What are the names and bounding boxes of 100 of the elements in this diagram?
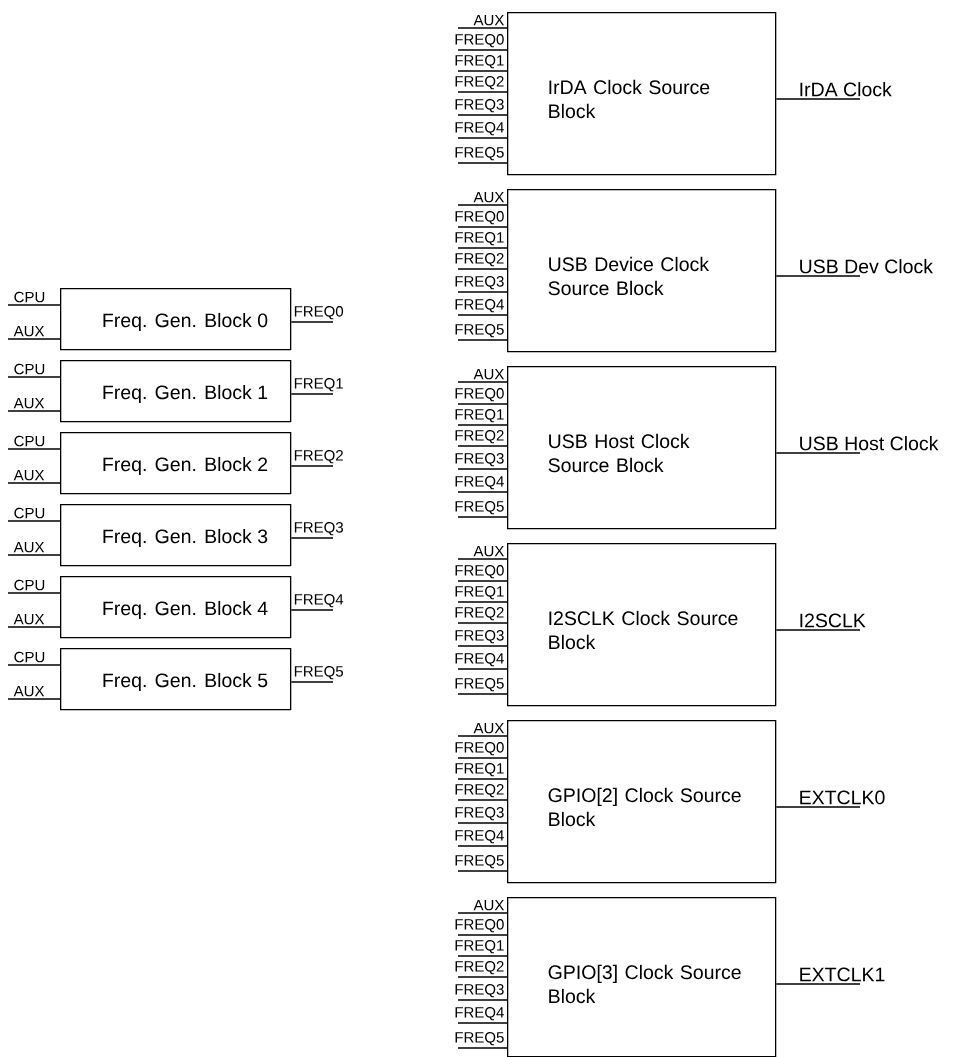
block-box [60, 504, 292, 567]
signal-line [457, 314, 508, 316]
signal-line [775, 806, 861, 808]
signal-line [457, 799, 508, 801]
block-box [507, 720, 777, 884]
pin-label: FREQ5 [455, 1032, 504, 1046]
signal-line [775, 452, 861, 454]
signal-label: FREQ2 [294, 450, 343, 464]
block-label: Freq. Gen. Block 3 [103, 528, 268, 548]
block-box [507, 12, 777, 176]
signal-label: FREQ4 [294, 594, 344, 608]
pin-label: CPU [14, 435, 45, 447]
signal-line [7, 304, 61, 306]
signal-line [7, 338, 61, 340]
signal-label: EXTCLK1 [800, 967, 885, 982]
signal-line [7, 520, 61, 522]
signal-label: FREQ3 [294, 522, 343, 536]
signal-line [457, 162, 508, 164]
signal-line [457, 491, 508, 493]
signal-line [457, 934, 508, 936]
block-label: Freq. Gen. Block 4 [103, 600, 268, 620]
signal-label: I2SCLK [800, 613, 866, 628]
signal-line [457, 91, 508, 93]
pin-label: FREQ3 [455, 99, 504, 113]
pin-label: CPU [14, 291, 45, 303]
signal-line [457, 247, 508, 249]
block-label: USB Device Clock Source Block [548, 256, 710, 296]
block-label: GPIO[2] Clock Source Block [548, 787, 741, 827]
signal-label: FREQ5 [294, 666, 344, 680]
pin-label: AUX [473, 191, 505, 203]
signal-label: USB Dev Clock [800, 259, 933, 274]
block-box [60, 576, 292, 639]
pin-label: FREQ1 [455, 55, 504, 69]
pin-label: FREQ1 [455, 940, 504, 954]
signal-line [457, 999, 508, 1001]
signal-line [457, 778, 508, 780]
pin-label: FREQ1 [455, 586, 504, 600]
pin-label: CPU [14, 579, 45, 591]
pin-label: FREQ3 [455, 630, 504, 644]
signal-line [457, 516, 508, 518]
block-box [507, 897, 777, 1057]
signal-line [7, 626, 61, 628]
signal-line [775, 98, 861, 100]
pin-label: AUX [13, 613, 45, 625]
pin-label: FREQ4 [455, 1007, 504, 1021]
block-box [507, 543, 777, 707]
pin-label: FREQ5 [455, 678, 504, 692]
pin-label: FREQ3 [455, 453, 504, 467]
signal-line [457, 49, 508, 51]
pin-label: AUX [13, 685, 45, 697]
pin-label: FREQ5 [455, 324, 504, 338]
block-label: USB Host Clock Source Block [548, 433, 690, 473]
pin-label: FREQ0 [455, 565, 504, 579]
block-label: I2SCLK Clock Source Block [549, 610, 738, 650]
signal-line [457, 381, 508, 383]
signal-line [457, 339, 508, 341]
signal-line [7, 698, 61, 700]
signal-line [457, 735, 508, 737]
signal-line [457, 226, 508, 228]
pin-label: FREQ2 [455, 607, 504, 621]
signal-line [457, 1047, 508, 1049]
signal-line [457, 27, 508, 29]
signal-line [7, 554, 61, 556]
signal-line [457, 403, 508, 405]
signal-line [457, 291, 508, 293]
signal-line [457, 976, 508, 978]
signal-line [775, 629, 861, 631]
pin-label: FREQ2 [455, 430, 504, 444]
pin-label: AUX [473, 899, 505, 911]
signal-label: FREQ1 [294, 378, 343, 392]
block-label: Freq. Gen. Block 2 [103, 456, 268, 476]
pin-label: FREQ5 [455, 147, 504, 161]
pin-label: FREQ4 [455, 653, 504, 667]
pin-label: FREQ4 [455, 122, 504, 136]
signal-line [457, 601, 508, 603]
block-label: Freq. Gen. Block 1 [103, 384, 268, 404]
signal-line [457, 1022, 508, 1024]
pin-label: FREQ5 [455, 501, 504, 515]
pin-label: FREQ4 [455, 299, 504, 313]
signal-line [457, 114, 508, 116]
pin-label: AUX [473, 14, 505, 26]
signal-line [457, 558, 508, 560]
pin-label: AUX [13, 397, 45, 409]
pin-label: CPU [14, 363, 45, 375]
block-label: Freq. Gen. Block 5 [103, 672, 268, 692]
signal-line [457, 268, 508, 270]
signal-line [7, 410, 61, 412]
signal-line [457, 445, 508, 447]
signal-line [7, 482, 61, 484]
signal-label: IrDA Clock [800, 82, 892, 97]
signal-line [457, 622, 508, 624]
pin-label: AUX [13, 541, 45, 553]
block-box [507, 189, 777, 353]
signal-line [290, 609, 334, 611]
pin-label: FREQ4 [455, 830, 504, 844]
pin-label: FREQ4 [455, 476, 504, 490]
pin-label: FREQ3 [455, 807, 504, 821]
pin-label: AUX [473, 722, 505, 734]
signal-line [457, 822, 508, 824]
signal-line [290, 681, 334, 683]
